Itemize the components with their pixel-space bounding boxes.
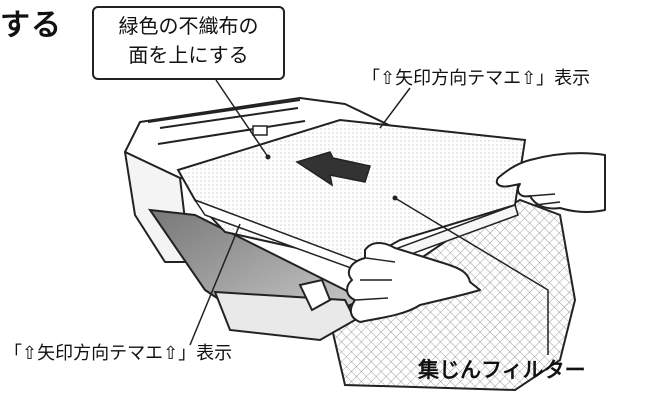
callout-line-1: 緑色の不織布の [118, 14, 259, 38]
heading-fragment: する [0, 8, 62, 43]
callout-line-2: 面を上にする [128, 43, 249, 67]
arrow-mark-label-top: 「⇧矢印方向テマエ⇧」表示 [362, 68, 591, 89]
latch [298, 278, 332, 312]
leader-dot-filter [392, 195, 398, 201]
filter-label: 集じんフィルター [418, 358, 586, 382]
direction-arrow [295, 151, 371, 187]
tray-rail [213, 290, 357, 342]
right-hand [495, 152, 606, 213]
top-tab [252, 125, 268, 136]
left-hand [346, 242, 481, 323]
frame-slots [147, 99, 306, 145]
arrow-mark-label-bottom: 「⇧矢印方向テマエ⇧」表示 [4, 343, 233, 364]
leader-dot-sheet [265, 154, 271, 160]
leader-lines [189, 79, 549, 355]
callout-box: 緑色の不織布の 面を上にする [92, 6, 285, 80]
